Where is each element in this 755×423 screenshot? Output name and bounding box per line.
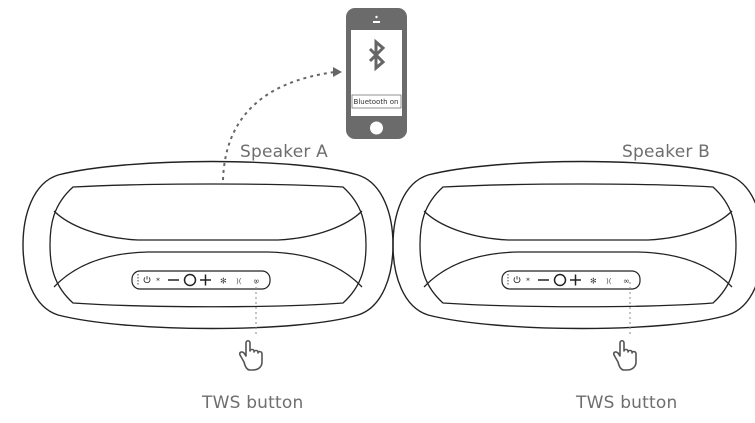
speaker-b: [392, 160, 755, 330]
tws-button-label-a: TWS button: [202, 393, 304, 413]
bluetooth-icon: [368, 38, 386, 72]
smartphone: [346, 8, 407, 139]
hand-pointer-icon-a: [239, 339, 263, 371]
tws-button-label-b: TWS button: [576, 393, 678, 413]
hand-pointer-icon-b: [613, 339, 637, 371]
bluetooth-status-text: Bluetooth on: [353, 97, 399, 106]
speaker-a: [22, 160, 394, 330]
speaker-b-label: Speaker B: [622, 142, 711, 162]
speaker-a-label: Speaker A: [240, 142, 328, 162]
